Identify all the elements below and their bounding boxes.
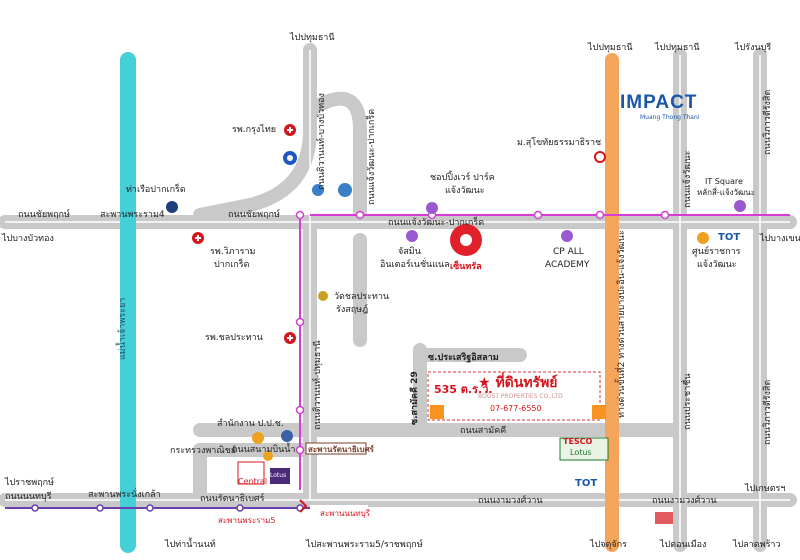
label-cpall2: ACADEMY: [545, 260, 590, 270]
label-govt: ศูนย์ราชการ: [692, 247, 741, 257]
label-chaiyaphruek-left: ถนนชัยพฤกษ์: [18, 210, 70, 220]
orange-dots: [252, 232, 709, 461]
label-ministry-commerce: กระทรวงพาณิชย์: [170, 446, 237, 456]
label-chaiyaphruek-mid: ถนนชัยพฤกษ์: [228, 210, 280, 220]
sign-icon: [305, 442, 367, 455]
label-shopping: ชอปปิ้งเวร์ ปาร์ค: [430, 173, 495, 183]
label-jasmine: จัสมิน: [398, 247, 421, 257]
property-title-text: ที่ดินทรัพย์: [495, 375, 558, 391]
wat-icon: [318, 291, 328, 301]
label-rama4: สะพานพระราม4: [100, 210, 165, 220]
label-sukhothai: ม.สุโขทัยธรรมาธิราช: [517, 138, 602, 148]
label-wiharn: รพ.วิภาราม: [210, 247, 256, 257]
label-lotus-small: Lotus: [270, 472, 287, 479]
label-ngamwongwan2: ถนนงามวงศ์วาน: [652, 496, 717, 506]
label-chaengwattana-pakkret: ถนนแจ้งวัฒนะ-ปากเกร็ด: [388, 218, 485, 228]
label-chaengwattana-v: ถนนแจ้งวัฒนะ-ปากเกร็ด: [367, 108, 377, 205]
label-kaset: ไปเกษตรฯ: [745, 484, 786, 494]
label-bangbuathong: ไปบางบัวทอง: [2, 234, 54, 244]
central-logo: [450, 224, 482, 256]
label-central: เซ็นทรัล: [450, 262, 482, 272]
label-lotus: Lotus: [570, 448, 592, 457]
label-sanambinnam: ถนนสนามบินน้ำ: [232, 445, 296, 455]
label-wiharn2: ปากเกร็ด: [214, 260, 250, 270]
label-to-rama5: ไปท่าน้ำนนท์: [165, 540, 216, 550]
label-prachachuen: ถนนประชาชื่น: [683, 373, 693, 430]
label-rattanathibet: ถนนรัตนาธิเบศร์: [200, 494, 265, 504]
train-arrow-icon: [299, 499, 308, 513]
label-bangkhen: ไปบางเขน: [760, 234, 800, 244]
pier-icon: [166, 201, 178, 213]
label-expressway: ทางด่วนขั้นที่2 ทางด่วนสายบางปะอิน-แจ้งว…: [617, 230, 627, 418]
label-nonthaburi: ถนนนนทบุรี: [5, 492, 52, 502]
label-ngamwongwan: ถนนงามวงศ์วาน: [478, 496, 543, 506]
label-soi-prasert: ซ.ประเสริฐอิสลาม: [428, 353, 499, 363]
label-tiwanon: ถนนติวานนท์-ปทุมธานี: [313, 340, 323, 430]
label-ratchaphruek: ไปราชพฤกษ์: [5, 478, 54, 488]
label-wat2: รังสฤษฎ์: [336, 305, 369, 315]
label-bottom-sign2: สะพานนนทบุรี: [320, 509, 370, 518]
label-phra-nangklao: สะพานพระนั่งเกล้า: [88, 490, 161, 500]
impact-logo: IMPACT: [620, 92, 698, 113]
uni-icon: [594, 151, 606, 163]
ministry-icon: [281, 430, 293, 442]
tot-logo-2: TOT: [575, 478, 598, 489]
label-top-left: ไปปทุมธานี: [290, 33, 335, 43]
water-drop-icon: [283, 151, 297, 165]
impact-icon: [312, 183, 352, 197]
label-bottom-sign1: สะพานพระราม5: [218, 516, 276, 525]
central-small-badge: [237, 461, 265, 485]
tot-logo: TOT: [718, 232, 741, 243]
label-jasmine2: อินเตอร์เนชั่นแนล: [380, 260, 450, 270]
label-wat: วัดชลประทาน: [334, 292, 390, 302]
label-river: แม่น้ำเจ้าพระยา: [118, 297, 128, 360]
label-vibhavadi-1: ถนนวิภาวดีรังสิต: [763, 89, 773, 155]
property-phone: 07-677-6550: [490, 404, 542, 413]
label-top-right2: ไปรังนบุรี: [735, 43, 772, 53]
seven-eleven-badges: [430, 405, 606, 419]
stamp-icon: [655, 512, 673, 524]
tesco-badge: [559, 437, 609, 461]
label-samakkhi: ถนนสามัคคี: [460, 426, 507, 436]
label-chonprathan: รพ.ชลประทาน: [205, 333, 263, 343]
label-krungthai: รพ.กรุงไทย: [232, 125, 277, 135]
bottom-signs: [216, 505, 368, 525]
impact-sub: Muang Thong Thani: [640, 114, 700, 121]
label-chaengwattana-right: ถนนแจ้งวัฒนะ: [683, 150, 693, 208]
property-title: ★ ที่ดินทรัพย์: [478, 375, 558, 391]
hospital-icons: [192, 124, 296, 344]
label-kaewbenja: สะพานรัตนาธิเบศร์: [308, 445, 374, 454]
label-bottom-bridge: ไปสะพานพระราม5/ราชพฤกษ์: [306, 540, 423, 550]
label-pier: ท่าเรือปากเกร็ด: [126, 185, 186, 195]
property-company: BOOST PROPERTIES CO.,LTD: [478, 393, 563, 400]
lotus-small-badge: [270, 468, 290, 484]
label-cpall: CP ALL: [553, 247, 584, 257]
label-top-right1: ไปปทุมธานี: [655, 43, 700, 53]
label-ladprao: ไปลาดพร้าว: [733, 540, 781, 550]
label-itsquare2: หลักสี่-แจ้งวัฒนะ: [697, 188, 756, 197]
label-top-impact: ไปปทุมธานี: [588, 43, 633, 53]
road-loop: [303, 91, 367, 219]
property-box: [427, 371, 601, 421]
label-vibhavadi-2: ถนนวิภาวดีรังสิต: [763, 379, 773, 445]
purple-dots: [406, 200, 746, 242]
label-tiwanon-bypass: ถนนติวานนท์-บางบัวทอง: [317, 93, 327, 190]
label-central-small: Central: [238, 477, 268, 486]
label-lakhsi: ไปดอนเมือง: [660, 540, 707, 550]
label-govt2: แจ้งวัฒนะ: [697, 260, 737, 270]
label-itsquare: IT Square: [705, 177, 743, 186]
label-chatuchak: ไปจตุจักร: [590, 540, 627, 550]
label-tesco: TESCO: [563, 437, 593, 446]
label-shopping2: แจ้งวัฒนะ: [445, 186, 485, 196]
label-soi29: ซ.สามัคคี 29: [410, 371, 420, 425]
label-ministry-office: สำนักงาน ป.ป.ช.: [217, 419, 284, 429]
property-number: 535 ต.ร.ว.: [434, 383, 493, 396]
